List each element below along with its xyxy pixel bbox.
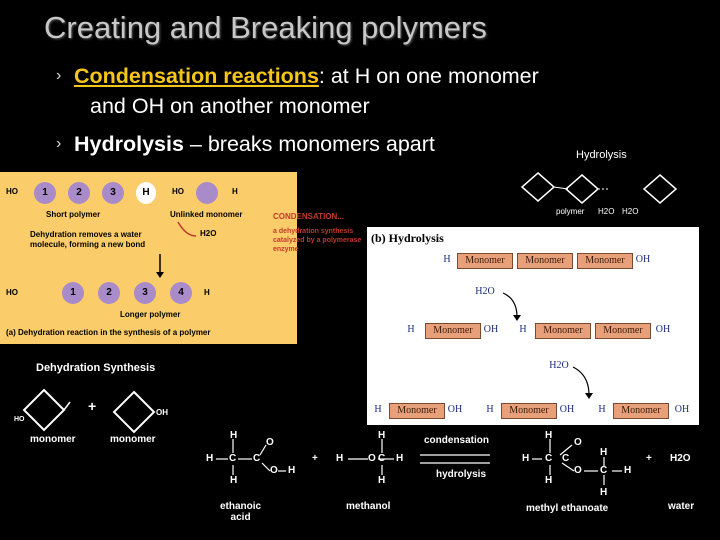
unlinked-monomer-circle: [196, 182, 218, 204]
dehydration-synthesis-title: Dehydration Synthesis: [36, 362, 156, 374]
monomer-circle: 4: [170, 282, 192, 304]
ho-label: HO: [172, 187, 184, 196]
monomer-box: Monomer: [535, 323, 591, 339]
monomer-box: Monomer: [613, 403, 669, 419]
condensation-desc: a dehydration synthesis catalyzed by a p…: [273, 228, 362, 253]
hydrolysis-panel-title: (b) Hydrolysis: [371, 231, 444, 245]
condensation-text: : at H on one monomer: [318, 64, 539, 88]
bullet-condensation-line2: and OH on another monomer: [90, 94, 370, 118]
h2o-label-a: H2O: [598, 207, 615, 216]
oh-label: OH: [483, 324, 499, 335]
bullet-marker-icon: ›: [56, 135, 62, 152]
reaction-structures: [216, 439, 622, 485]
condensation-label: CONDENSATION...: [273, 212, 344, 221]
oh-label: OH: [559, 404, 575, 415]
monomer-box: Monomer: [389, 403, 445, 419]
dehydration-arrows: [156, 221, 197, 278]
h-label: H: [486, 404, 494, 415]
monomer-circle: 1: [34, 182, 56, 204]
h-label: H: [519, 324, 527, 335]
h2o-label-b: H2O: [622, 207, 639, 216]
h-label: H: [232, 187, 238, 196]
monomer-box: Monomer: [517, 253, 573, 269]
oh-label: OH: [655, 324, 671, 335]
plus-sign: +: [312, 453, 318, 464]
h-label: H: [598, 404, 606, 415]
water-formula: H2O: [670, 453, 691, 464]
plus-sign: +: [646, 453, 652, 464]
methyl-ethanoate-label: methyl ethanoate: [526, 503, 609, 514]
monomer-circle: 3: [134, 282, 156, 304]
ethanoic-acid-label: ethanoic acid: [220, 501, 262, 523]
h-label: H: [407, 324, 415, 335]
monomer-label-b: monomer: [110, 434, 156, 445]
condensation-term: Condensation reactions: [74, 64, 319, 88]
monomer-circle: 2: [98, 282, 120, 304]
hydrolysis-small-title: Hydrolysis: [576, 149, 627, 161]
methanol-label: methanol: [346, 501, 391, 512]
dehydration-panel: HO 1 2 3 H HO H Short polymer Unlinked m…: [0, 172, 361, 344]
ho-label: HO: [6, 187, 18, 196]
bullet-hydrolysis: › Hydrolysis – breaks monomers apart: [56, 131, 435, 157]
polymer-label: polymer: [556, 207, 585, 216]
h2o-label: H2O: [200, 229, 217, 238]
hydrolysis-arrows: [502, 292, 593, 399]
monomer-box: Monomer: [595, 323, 651, 339]
hydrolysis-small-diagram: Hydrolysis polymer H2O H2O: [510, 145, 700, 223]
oh-label: OH: [635, 254, 651, 265]
h-label: H: [374, 404, 382, 415]
monomer-circle: 3: [102, 182, 124, 204]
ho-label: HO: [6, 288, 18, 297]
oh-label: OH: [674, 404, 690, 415]
ho-label: HO: [14, 416, 25, 423]
plus-sign: +: [88, 398, 97, 414]
longer-polymer-label: Longer polymer: [120, 310, 181, 319]
water-label: water: [668, 501, 695, 512]
monomer-box: Monomer: [425, 323, 481, 339]
monomer-box: Monomer: [501, 403, 557, 419]
unlinked-monomer-label: Unlinked monomer: [170, 210, 243, 219]
h-label: H: [204, 288, 210, 297]
h2o-label: H2O: [549, 360, 569, 371]
h-label: H: [443, 254, 451, 265]
h2o-label: H2O: [475, 286, 495, 297]
bullet-marker-icon: ›: [56, 67, 62, 84]
monomer-box: Monomer: [457, 253, 513, 269]
h-circle: H: [136, 182, 156, 204]
monomer-box: Monomer: [577, 253, 633, 269]
esterification-reaction: H H C C H O O H + H O H C H H condensati…: [200, 425, 720, 540]
small-diagram-shapes: [520, 172, 678, 204]
hydrolysis-panel: (b) Hydrolysis H Monomer Monomer Monomer…: [367, 227, 699, 425]
monomer-label-a: monomer: [30, 434, 76, 445]
oh-label: OH: [156, 408, 168, 417]
dehydration-desc: Dehydration removes a water molecule, fo…: [30, 230, 146, 249]
short-polymer-label: Short polymer: [46, 210, 101, 219]
oh-label: OH: [447, 404, 463, 415]
hydrolysis-text: – breaks monomers apart: [183, 132, 435, 156]
page-title: Creating and Breaking polymers: [44, 10, 487, 45]
monomer-circle: 1: [62, 282, 84, 304]
dehydration-synthesis-section: Dehydration Synthesis HO + OH monomer mo…: [0, 358, 210, 540]
hydrolysis-arrow-label: hydrolysis: [436, 469, 487, 480]
monomer-circle: 2: [68, 182, 90, 204]
synthesis-shapes: [22, 388, 156, 434]
bullet-condensation: › Condensation reactions: at H on one mo…: [56, 63, 539, 89]
panel-caption: (a) Dehydration reaction in the synthesi…: [6, 328, 211, 337]
hydrolysis-term: Hydrolysis: [74, 132, 184, 156]
condensation-arrow-label: condensation: [424, 435, 490, 446]
